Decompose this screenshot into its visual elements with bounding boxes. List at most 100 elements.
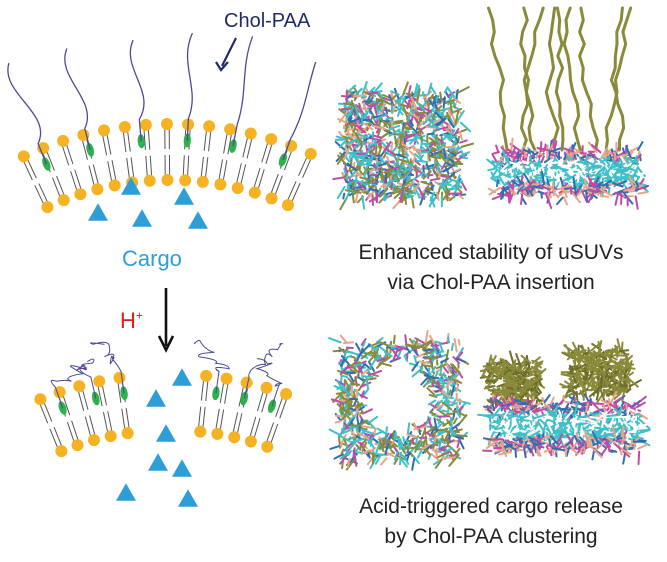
md-bead-segment	[346, 84, 357, 94]
md-bead-segment	[353, 453, 358, 467]
md-bead-segment	[458, 193, 464, 200]
md-bead-segment	[418, 360, 431, 365]
md-bead-segment	[374, 455, 382, 465]
md-bead-segment	[600, 355, 608, 361]
md-bead-segment	[529, 164, 534, 170]
md-bead-segment	[595, 362, 604, 374]
md-bead-segment	[514, 399, 529, 405]
md-bead-segment	[637, 191, 649, 195]
md-bead-segment	[398, 456, 408, 468]
md-bead-segment	[349, 424, 361, 427]
md-bead-segment	[391, 102, 397, 115]
md-bead-segment	[410, 96, 418, 109]
md-bead-segment	[421, 443, 431, 450]
md-bead-segment	[400, 142, 405, 156]
md-bead-segment	[443, 366, 449, 374]
md-bead-segment	[631, 166, 639, 179]
md-bead-segment	[427, 82, 433, 95]
md-bead-segment	[356, 431, 370, 440]
md-bead-segment	[367, 191, 375, 199]
md-bead-segment	[579, 436, 587, 444]
md-bead-segment	[590, 361, 593, 370]
pointer-arrow-icon	[215, 37, 237, 72]
md-bead-segment	[360, 428, 374, 435]
md-bead-segment	[380, 117, 389, 129]
lipid-head	[73, 380, 86, 393]
ruptured-membrane-right	[193, 339, 293, 453]
md-bead-segment	[344, 121, 350, 133]
md-bead-segment	[381, 341, 390, 347]
md-bead-segment	[606, 437, 616, 444]
md-bead-segment	[385, 148, 397, 157]
md-bead-segment	[340, 448, 345, 455]
md-bead-segment	[513, 361, 525, 372]
md-bead-segment	[427, 150, 431, 162]
md-bead-segment	[339, 456, 347, 465]
md-bead-segment	[521, 178, 533, 187]
md-bead-segment	[356, 376, 364, 382]
md-bead-segment	[502, 398, 509, 412]
md-bead-segment	[413, 178, 420, 183]
md-bead-segment	[339, 404, 344, 416]
md-bead-segment	[398, 99, 402, 107]
md-bead-segment	[354, 104, 359, 117]
md-bead-segment	[519, 392, 527, 401]
md-bead-segment	[636, 171, 649, 176]
md-polymer-strand	[609, 6, 626, 152]
md-bead-segment	[582, 167, 586, 175]
md-bead-segment	[637, 450, 641, 466]
polymer-chain	[282, 61, 317, 161]
md-bead-segment	[399, 103, 413, 109]
md-bead-segment	[343, 350, 348, 357]
lipid-head	[261, 440, 274, 453]
md-bead-segment	[384, 151, 395, 158]
md-bead-segment	[449, 102, 453, 114]
md-bead-segment	[379, 104, 385, 115]
md-bead-segment	[523, 359, 526, 367]
md-bead-segment	[360, 338, 367, 346]
md-bead-segment	[389, 169, 396, 181]
md-bead-segment	[368, 184, 376, 188]
md-bead-segment	[441, 428, 449, 431]
md-bead-segment	[426, 100, 430, 109]
md-polymer-strand	[519, 6, 531, 152]
md-bead-segment	[625, 388, 631, 394]
lipid-head	[265, 133, 278, 146]
md-bead-segment	[379, 439, 385, 452]
lipid-head	[113, 371, 126, 384]
md-bead-segment	[511, 413, 518, 418]
md-bead-segment	[397, 347, 406, 352]
md-bead-segment	[435, 136, 445, 145]
md-bead-segment	[343, 173, 348, 179]
md-bead-segment	[403, 456, 410, 465]
polymer-chain	[64, 48, 91, 150]
md-bead-segment	[609, 175, 620, 179]
md-bead-segment	[586, 418, 598, 424]
md-bead-segment	[444, 98, 457, 105]
md-bead-segment	[453, 373, 460, 378]
caption-stability-line1: Enhanced stability of uSUVs	[358, 241, 624, 264]
md-bead-segment	[355, 88, 363, 96]
md-bead-segment	[625, 145, 632, 159]
md-bead-segment	[432, 162, 439, 171]
md-bead-segment	[436, 421, 445, 429]
md-bead-segment	[616, 338, 622, 353]
md-bead-segment	[563, 351, 577, 359]
md-bead-segment	[517, 402, 531, 406]
md-bead-segment	[582, 350, 591, 356]
md-bead-segment	[431, 365, 437, 374]
md-bead-segment	[595, 166, 605, 176]
md-bead-segment	[431, 123, 440, 130]
md-bead-segment	[345, 403, 352, 413]
md-bead-segment	[394, 119, 404, 123]
lipid-head	[200, 369, 213, 382]
md-bead-segment	[603, 151, 612, 159]
md-bead-segment	[412, 133, 419, 145]
md-bead-segment	[516, 162, 525, 174]
md-bead-segment	[622, 450, 631, 458]
md-bead-segment	[458, 372, 464, 379]
lipid-head	[281, 199, 294, 212]
polymer-chain	[255, 358, 283, 407]
md-bead-segment	[411, 197, 415, 209]
md-bead-segment	[358, 168, 364, 176]
